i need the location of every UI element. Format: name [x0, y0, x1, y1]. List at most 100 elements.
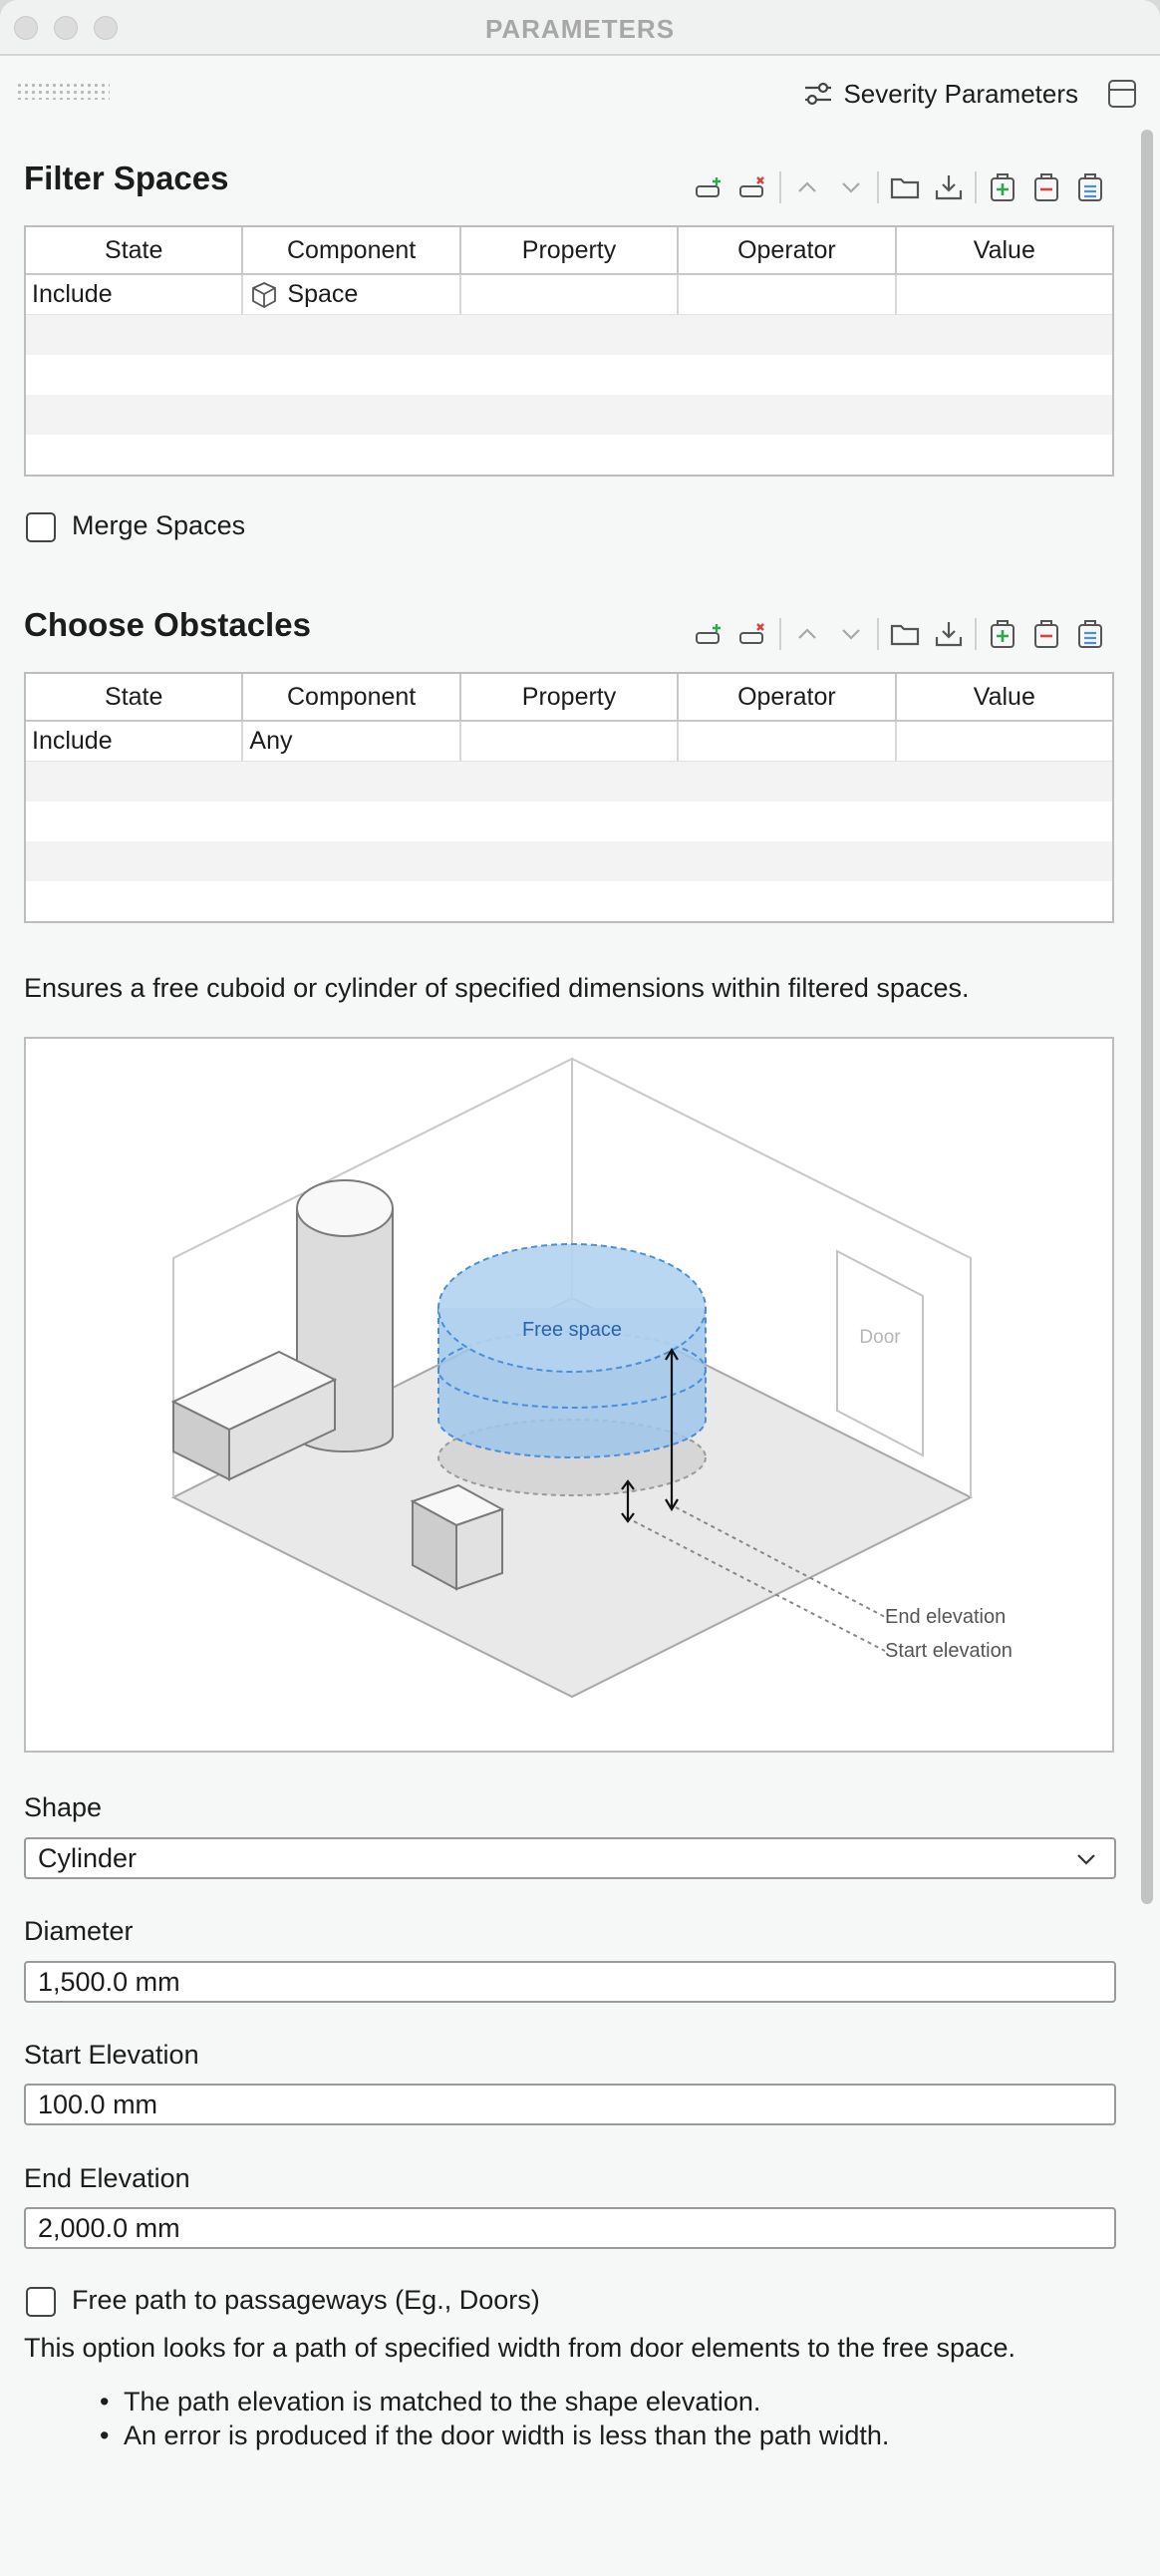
remove-row-button[interactable]: [731, 167, 775, 207]
start-elevation-input[interactable]: 100.0 mm: [24, 2084, 1116, 2125]
column-header[interactable]: Value: [973, 235, 1035, 264]
chevron-down-icon: [842, 629, 860, 640]
value-cell[interactable]: [896, 722, 1113, 762]
clipboard-list-button[interactable]: [1068, 167, 1112, 207]
operator-cell[interactable]: [679, 275, 897, 315]
state-cell[interactable]: Include: [26, 275, 244, 315]
chevron-up-icon: [798, 628, 816, 639]
free-path-label: Free path to passageways (Eg., Doors): [72, 2285, 540, 2315]
add-row-button[interactable]: [688, 614, 731, 654]
cube-icon: [252, 281, 277, 308]
start-elevation-field-label: Start Elevation: [24, 2040, 199, 2070]
add-row-button[interactable]: [688, 167, 731, 207]
panel-layout-icon[interactable]: [1108, 80, 1136, 108]
door-outline: [836, 1249, 924, 1457]
vertical-scrollbar[interactable]: [1136, 130, 1156, 2576]
column-header[interactable]: Property: [461, 227, 680, 273]
property-cell[interactable]: [460, 275, 680, 315]
notes-list: The path elevation is matched to the sha…: [100, 2385, 889, 2452]
toolbar-separator: [877, 171, 879, 203]
remove-row-icon: [739, 623, 764, 644]
column-header[interactable]: Operator: [679, 227, 897, 273]
remove-row-button[interactable]: [731, 614, 775, 654]
minimize-window-button[interactable]: [54, 16, 78, 40]
empty-row: [26, 802, 1112, 841]
door-label: Door: [859, 1327, 901, 1348]
choose-obstacles-toolbar: [688, 614, 1112, 654]
filter-spaces-title: Filter Spaces: [24, 160, 229, 196]
folder-icon: [890, 177, 920, 199]
move-down-button[interactable]: [829, 167, 873, 207]
scrollbar-thumb[interactable]: [1141, 130, 1153, 1904]
table-row[interactable]: Include Any: [26, 722, 1113, 762]
component-value: Space: [287, 280, 359, 308]
clipboard-list-button[interactable]: [1068, 614, 1112, 654]
toolbar-separator: [779, 618, 781, 650]
free-space-illustration: Door Free space: [24, 1037, 1114, 1753]
filter-spaces-toolbar: [688, 167, 1112, 207]
close-window-button[interactable]: [14, 16, 38, 40]
free-space-mid-ring: [437, 1331, 707, 1409]
filter-spaces-table[interactable]: State Component Property Operator Value …: [24, 225, 1114, 477]
table-row[interactable]: Include Space: [26, 275, 1113, 315]
zoom-window-button[interactable]: [94, 16, 118, 40]
column-header[interactable]: Operator: [679, 674, 897, 720]
toolbar-separator: [975, 171, 977, 203]
column-header[interactable]: Value: [973, 682, 1035, 711]
toolbar-separator: [877, 618, 879, 650]
toolbar-separator: [779, 171, 781, 203]
property-cell[interactable]: [460, 722, 680, 762]
start-elevation-arrowhead: [621, 1479, 635, 1523]
diameter-label: Diameter: [24, 1916, 134, 1946]
choose-obstacles-title: Choose Obstacles: [24, 606, 311, 643]
column-header[interactable]: Component: [243, 674, 461, 720]
back-right-wall: [571, 1058, 972, 1497]
free-path-checkbox[interactable]: [26, 2287, 56, 2317]
chevron-down-icon: [1077, 1854, 1095, 1865]
end-elevation-label: End elevation: [885, 1606, 1006, 1628]
save-filter-button[interactable]: [927, 167, 971, 207]
clipboard-list-icon: [1078, 620, 1102, 648]
remove-row-icon: [739, 176, 764, 197]
clipboard-add-button[interactable]: [981, 167, 1024, 207]
severity-parameters-button[interactable]: Severity Parameters: [803, 76, 1078, 112]
empty-row: [26, 355, 1112, 395]
save-filter-button[interactable]: [927, 614, 971, 654]
clipboard-remove-button[interactable]: [1024, 614, 1068, 654]
clipboard-add-icon: [991, 173, 1015, 201]
title-bar[interactable]: PARAMETERS: [0, 0, 1160, 56]
clipboard-remove-button[interactable]: [1024, 167, 1068, 207]
add-row-icon: [696, 177, 721, 197]
clipboard-list-icon: [1078, 173, 1102, 201]
component-cell[interactable]: Any: [243, 722, 461, 762]
column-header[interactable]: State: [26, 227, 244, 273]
free-space-diagram: Door Free space: [170, 1057, 1013, 1699]
move-up-button[interactable]: [785, 614, 829, 654]
column-header[interactable]: State: [26, 674, 244, 720]
column-header[interactable]: Property: [461, 674, 680, 720]
table-header: State Component Property Operator Value: [26, 674, 1112, 722]
window-title: PARAMETERS: [484, 14, 676, 44]
clipboard-add-button[interactable]: [981, 614, 1024, 654]
value-cell[interactable]: [896, 275, 1113, 315]
drag-handle[interactable]: [16, 82, 110, 100]
shape-select[interactable]: Cylinder: [24, 1837, 1116, 1879]
merge-spaces-checkbox[interactable]: [26, 512, 56, 542]
cube-side: [455, 1507, 503, 1591]
free-space-label: Free space: [522, 1319, 622, 1341]
free-path-description: This option looks for a path of specifie…: [24, 2333, 1016, 2363]
move-down-button[interactable]: [829, 614, 873, 654]
open-filter-button[interactable]: [883, 167, 927, 207]
operator-cell[interactable]: [679, 722, 897, 762]
download-icon: [935, 175, 963, 200]
component-cell[interactable]: Space: [243, 275, 461, 315]
choose-obstacles-table[interactable]: State Component Property Operator Value …: [24, 672, 1114, 923]
end-elevation-input[interactable]: 2,000.0 mm: [24, 2207, 1116, 2249]
clipboard-add-icon: [991, 620, 1015, 648]
move-up-button[interactable]: [785, 167, 829, 207]
end-elevation-field-label: End Elevation: [24, 2163, 190, 2193]
open-filter-button[interactable]: [883, 614, 927, 654]
diameter-input[interactable]: 1,500.0 mm: [24, 1961, 1116, 2003]
state-cell[interactable]: Include: [26, 722, 244, 762]
column-header[interactable]: Component: [243, 227, 461, 273]
